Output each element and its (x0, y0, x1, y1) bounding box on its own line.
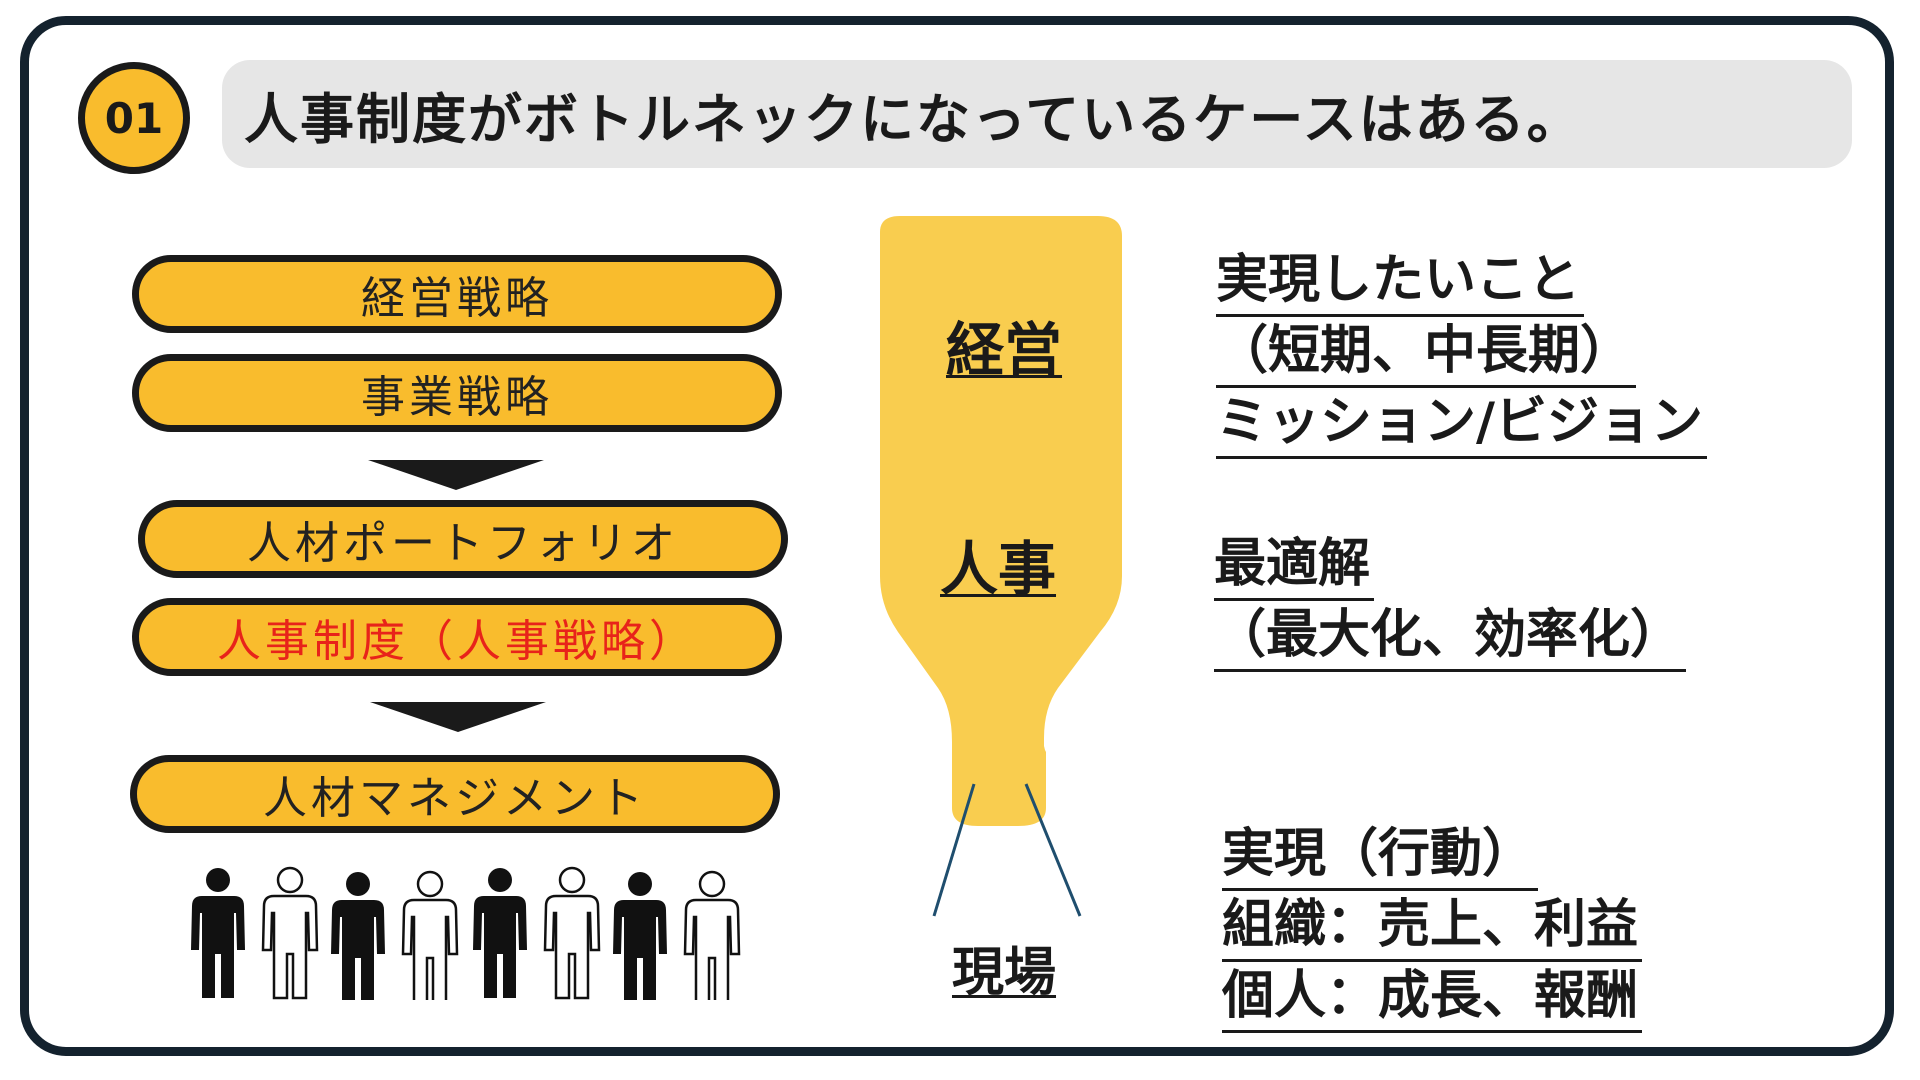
note-line: （短期、中長期） (1216, 317, 1636, 388)
note-management-goals: 実現したいこと （短期、中長期） ミッション/ビジョン (1216, 246, 1707, 459)
person-icon (191, 868, 245, 998)
bottle-label-field: 現場 (952, 930, 1056, 1005)
section-number-badge: 01 (78, 62, 190, 174)
flow-line (1026, 784, 1080, 916)
person-icon (613, 872, 667, 1000)
note-line: 最適解 (1214, 530, 1374, 601)
note-line: 組織：売上、利益 (1222, 891, 1642, 962)
person-outline-icon (545, 868, 599, 998)
pill-talent-management: 人材マネジメント (130, 755, 780, 833)
note-field-execution: 実現（行動） 組織：売上、利益 個人：成長、報酬 (1222, 820, 1642, 1033)
note-line: 実現したいこと (1216, 246, 1584, 317)
slide-title: 人事制度がボトルネックになっているケースはある。 (222, 60, 1852, 168)
note-hr-optimization: 最適解 （最大化、効率化） (1214, 530, 1686, 672)
pill-talent-portfolio: 人材ポートフォリオ (138, 500, 788, 578)
bottle-label-management: 経営 (946, 303, 1062, 387)
note-line: 実現（行動） (1222, 820, 1538, 891)
bottle-label-hr: 人事 (940, 522, 1056, 606)
person-outline-icon (263, 868, 317, 998)
person-icon (473, 868, 527, 998)
people-row-icon (190, 866, 760, 1000)
note-line: ミッション/ビジョン (1216, 388, 1707, 459)
down-arrow-icon (370, 702, 546, 732)
person-outline-icon (685, 872, 739, 1000)
person-icon (331, 872, 385, 1000)
note-line: （最大化、効率化） (1214, 601, 1686, 672)
pill-business-strategy: 事業戦略 (132, 354, 782, 432)
person-outline-icon (403, 872, 457, 1000)
note-line: 個人：成長、報酬 (1222, 962, 1642, 1033)
down-arrow-icon (368, 460, 544, 490)
pill-management-strategy: 経営戦略 (132, 255, 782, 333)
pill-hr-system: 人事制度（人事戦略） (132, 598, 782, 676)
